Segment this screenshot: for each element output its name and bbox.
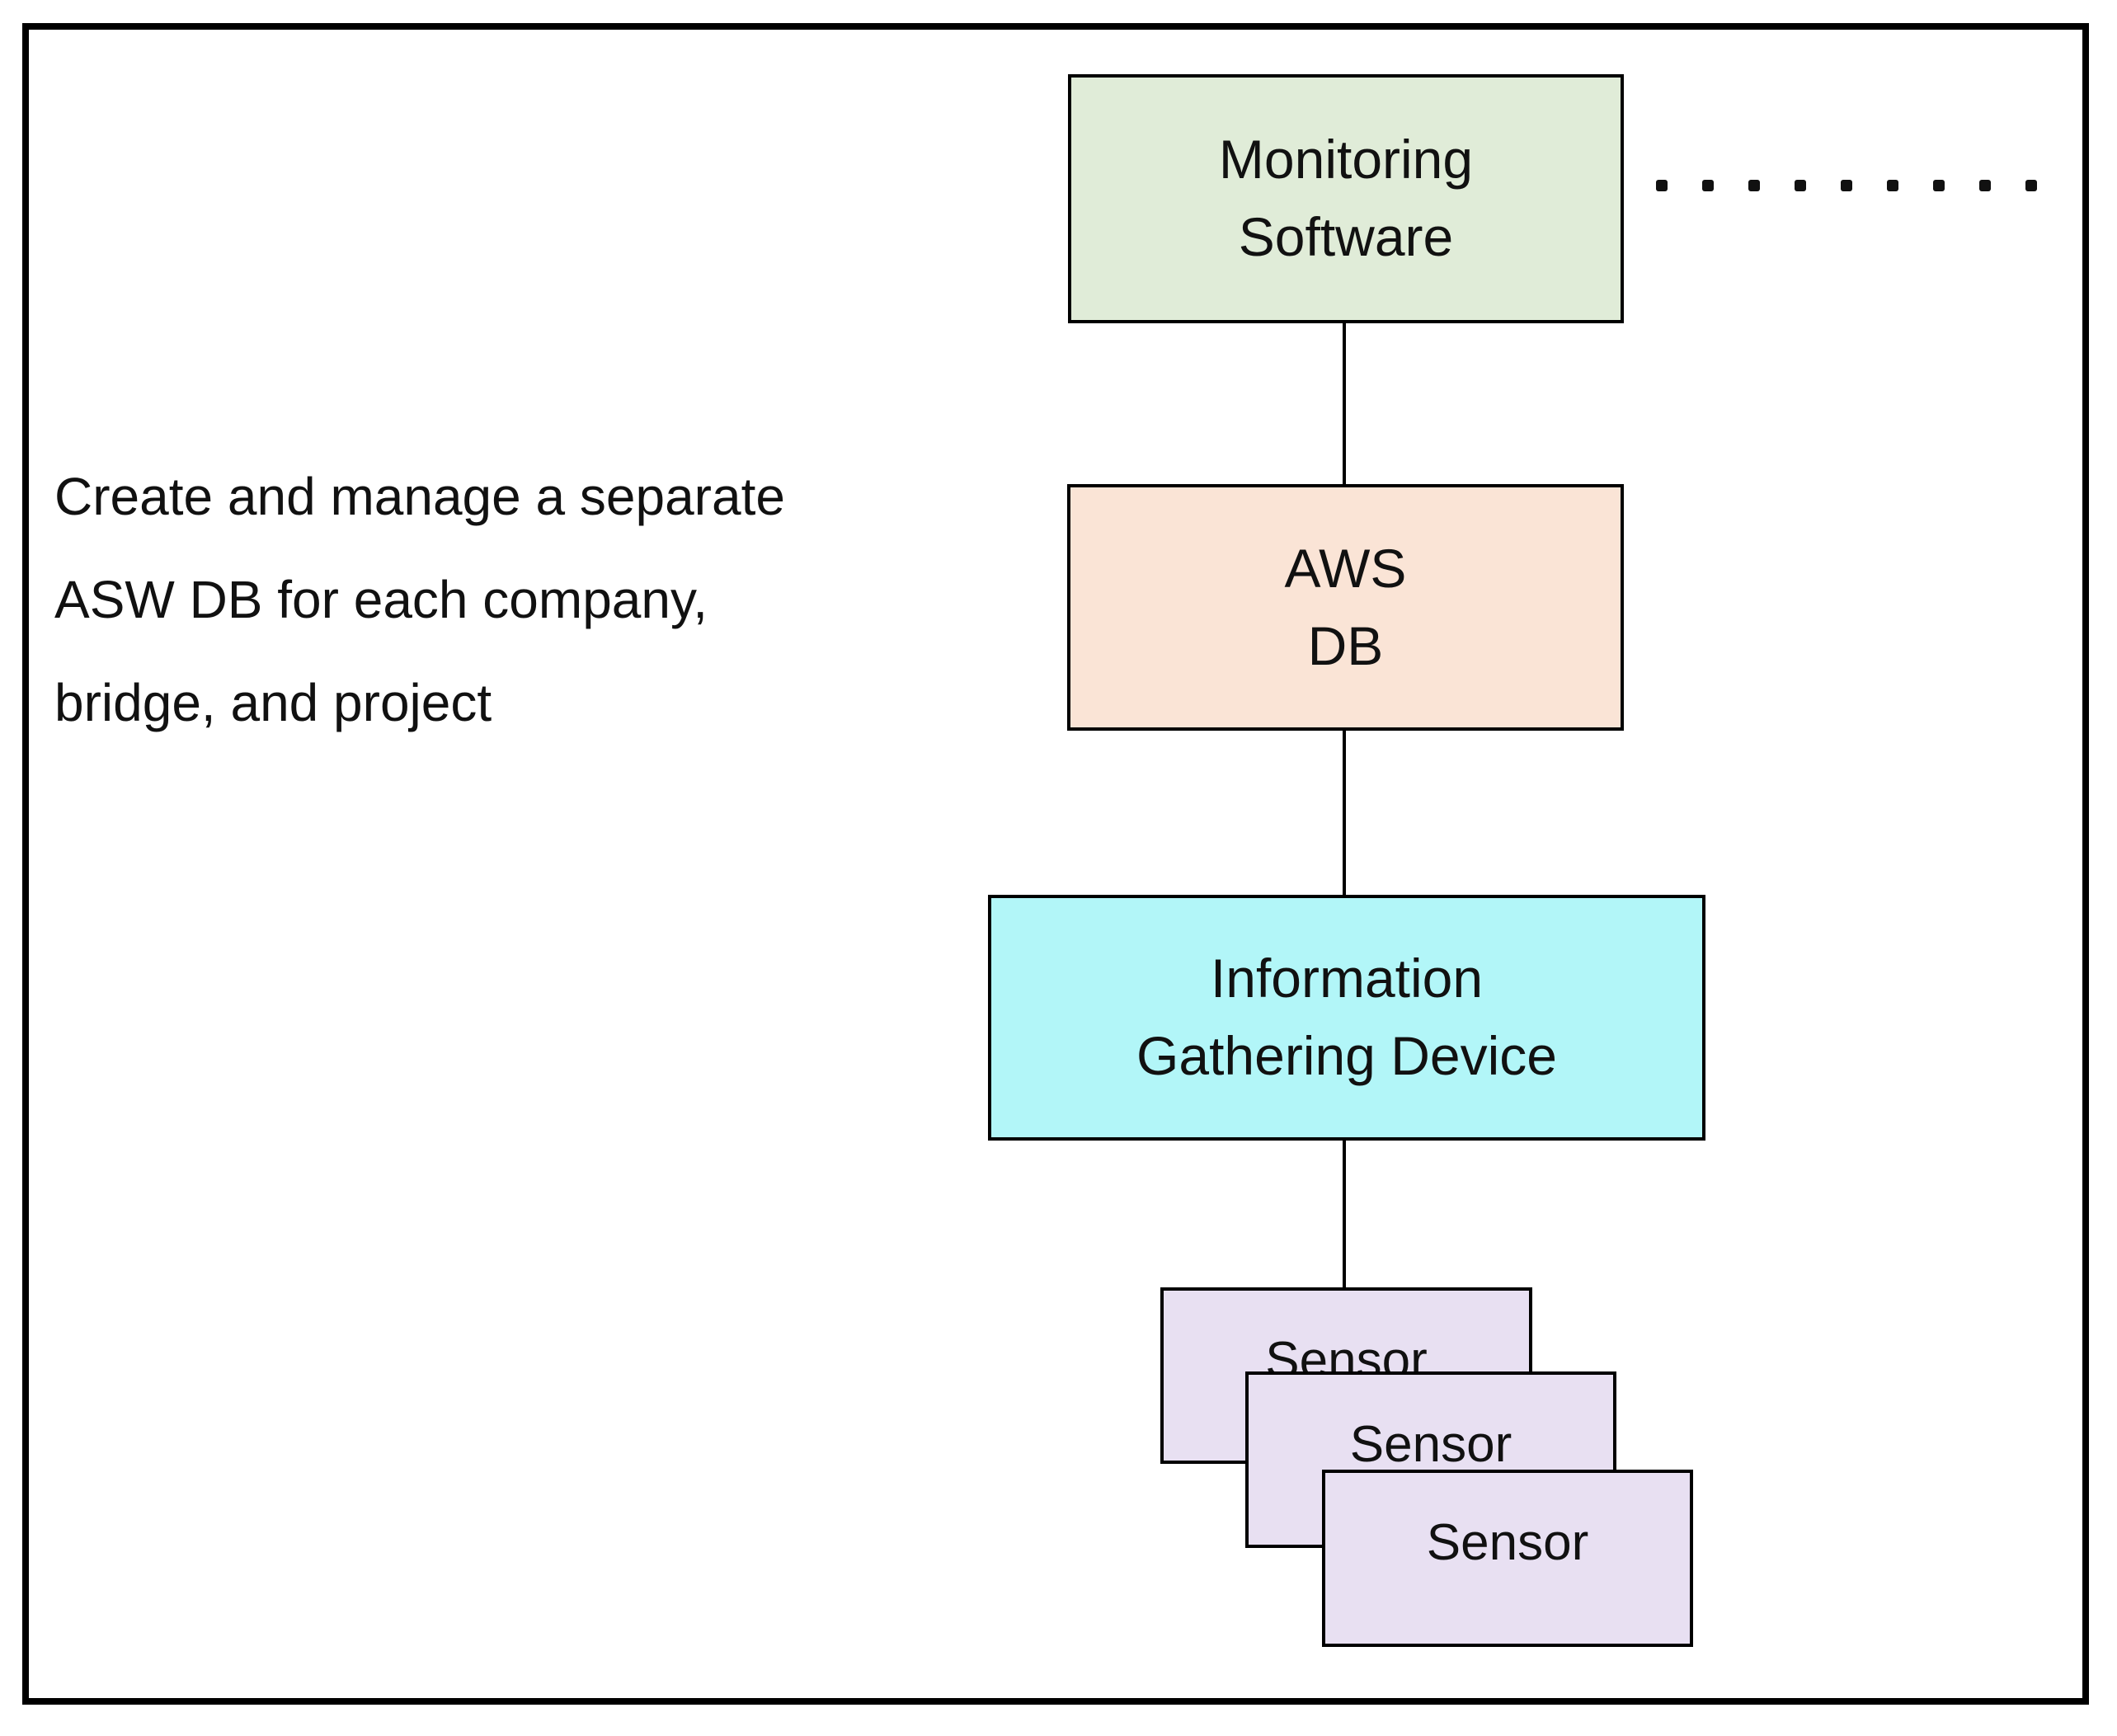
outer-frame (22, 23, 2089, 1705)
connector-monitoring-awsdb (1343, 322, 1346, 484)
dot (1748, 180, 1760, 191)
dot (1702, 180, 1714, 191)
information-gathering-device-node: Information Gathering Device (988, 895, 1705, 1141)
monitoring-software-label: Monitoring Software (1218, 129, 1474, 267)
dot (1795, 180, 1806, 191)
connector-awsdb-gathering (1343, 729, 1346, 895)
connector-gathering-sensors (1343, 1139, 1346, 1287)
aws-db-node: AWS DB (1067, 484, 1624, 731)
monitoring-software-node: Monitoring Software (1068, 74, 1624, 323)
dot (1933, 180, 1945, 191)
dot (1841, 180, 1852, 191)
aws-db-label: AWS DB (1284, 537, 1407, 676)
sensor-label-front: Sensor (1426, 1514, 1589, 1572)
dot (2025, 180, 2037, 191)
information-gathering-device-label: Information Gathering Device (1136, 948, 1557, 1086)
sensor-node-front: Sensor (1322, 1470, 1693, 1647)
sensor-label-middle: Sensor (1349, 1415, 1512, 1473)
dot (1979, 180, 1991, 191)
dotted-line (1656, 180, 2037, 191)
dot (1656, 180, 1668, 191)
dot (1887, 180, 1898, 191)
annotation-text: Create and manage a separate ASW DB for … (54, 467, 785, 732)
